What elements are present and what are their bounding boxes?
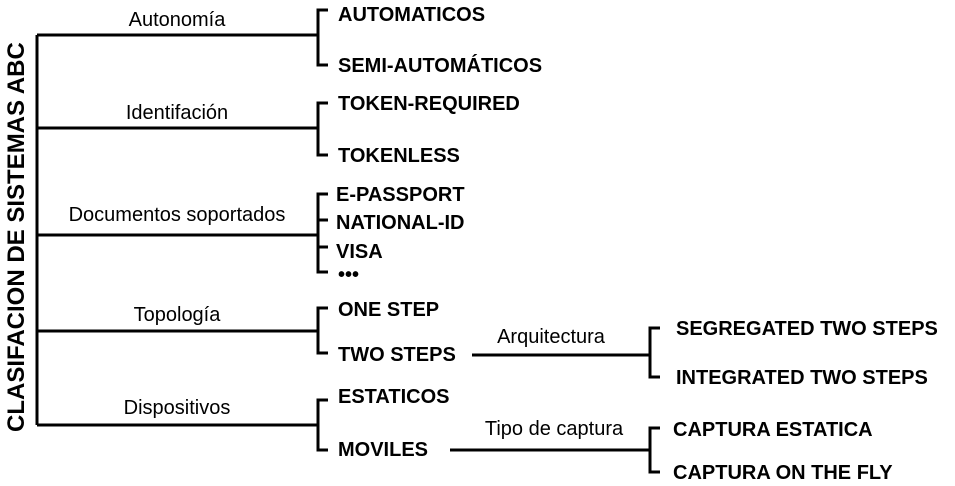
leaf-moviles: MOVILES [338,439,428,461]
category-dispositivos: Dispositivos ESTATICOS MOVILES Tipo de c… [37,386,893,484]
sub-bracket [648,326,660,379]
leaf-e-passport: E-PASSPORT [336,184,465,206]
category-documentos: Documentos soportados E-PASSPORT NATIONA… [37,184,465,286]
bracket [316,306,328,355]
leaf-visa: VISA [336,241,383,263]
category-label: Dispositivos [124,397,231,419]
bracket [316,101,328,157]
category-label: Autonomía [129,9,227,31]
root-title: CLASIFACION DE SISTEMAS ABC [3,42,30,432]
leaf-tokenless: TOKENLESS [338,145,460,167]
leaf-national-id: NATIONAL-ID [336,212,465,234]
subcategory-label: Arquitectura [497,326,606,348]
category-identificacion: Identifación TOKEN-REQUIRED TOKENLESS [37,93,520,167]
category-label: Documentos soportados [69,204,286,226]
leaf-captura-estatica: CAPTURA ESTATICA [673,419,873,441]
leaf-one-step: ONE STEP [338,299,439,321]
subcategory-label: Tipo de captura [485,418,624,440]
leaf-two-steps: TWO STEPS [338,344,456,366]
category-autonomia: Autonomía AUTOMATICOS SEMI-AUTOMÁTICOS [37,4,542,77]
leaf-segregated-two-steps: SEGREGATED TWO STEPS [676,318,938,340]
leaf-automaticos: AUTOMATICOS [338,4,485,26]
leaf-captura-on-the-fly: CAPTURA ON THE FLY [673,462,893,484]
category-label: Topología [134,304,222,326]
leaf-estaticos: ESTATICOS [338,386,449,408]
category-topologia: Topología ONE STEP TWO STEPS Arquitectur… [37,299,938,389]
leaf-token-required: TOKEN-REQUIRED [338,93,520,115]
bracket [316,192,328,274]
leaf-ellipsis: ••• [338,264,359,286]
category-label: Identifación [126,102,228,124]
leaf-integrated-two-steps: INTEGRATED TWO STEPS [676,367,928,389]
leaf-semi-automaticos: SEMI-AUTOMÁTICOS [338,54,542,77]
subcategory-arquitectura: Arquitectura SEGREGATED TWO STEPS INTEGR… [472,318,938,389]
bracket [316,8,328,67]
subcategory-tipo-captura: Tipo de captura CAPTURA ESTATICA CAPTURA… [450,418,893,484]
sub-bracket [648,426,660,474]
bracket [316,398,328,452]
